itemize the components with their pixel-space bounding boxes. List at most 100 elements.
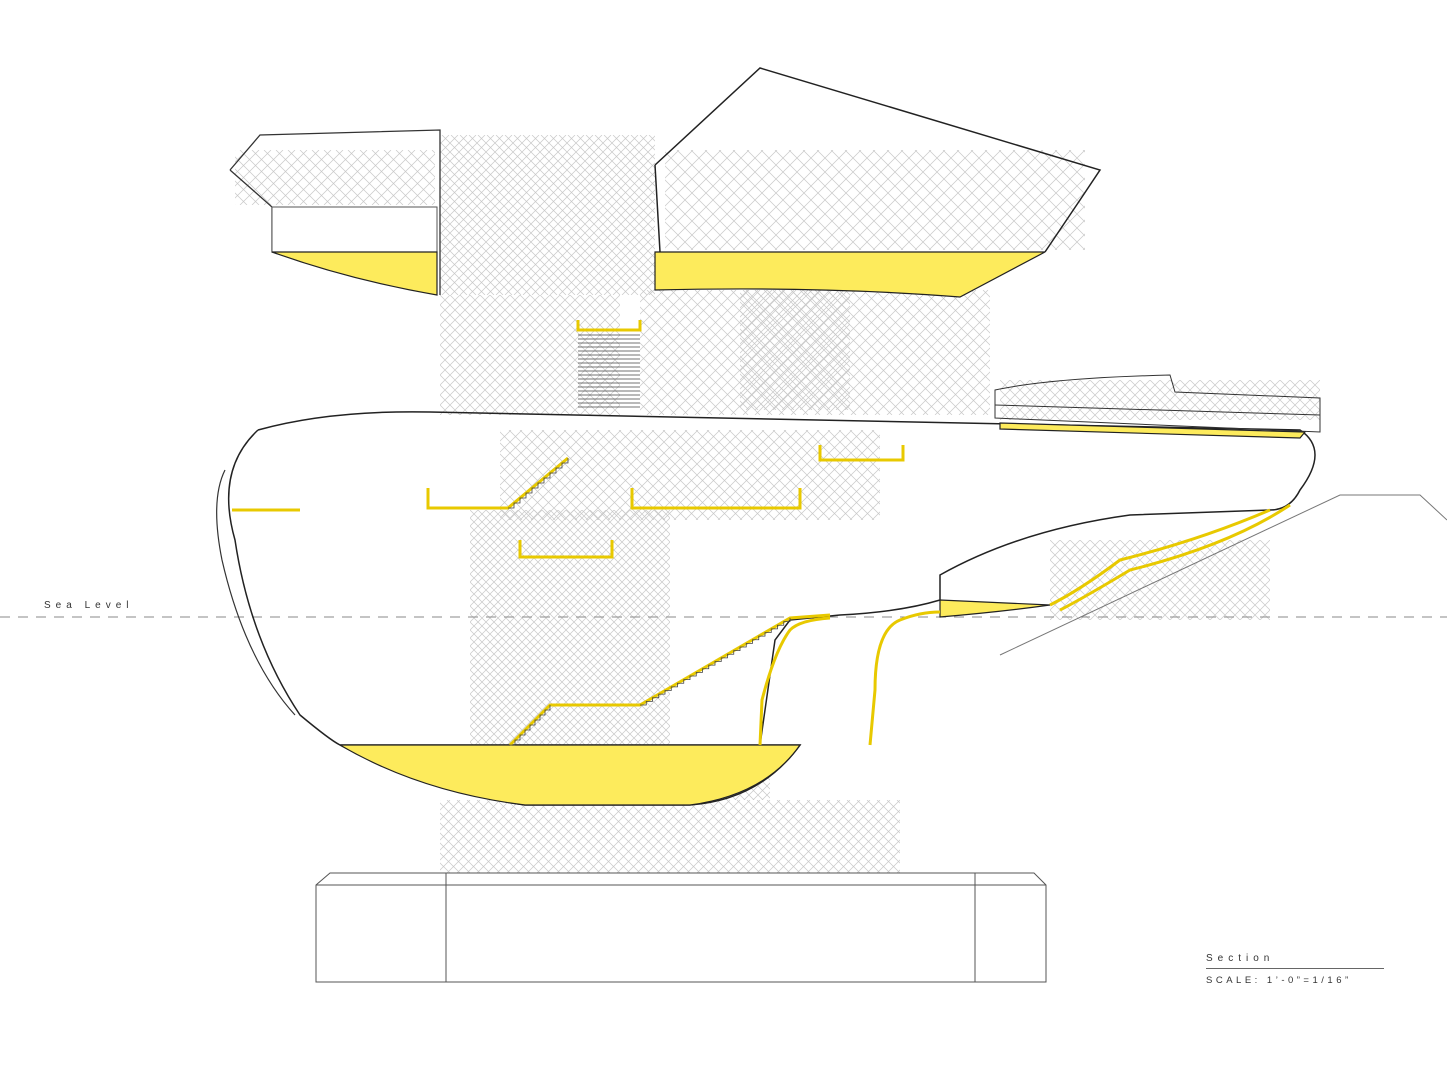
lattice-member bbox=[866, 839, 900, 873]
lattice-member bbox=[799, 290, 850, 341]
lattice-member bbox=[956, 150, 1058, 250]
lattice-member bbox=[251, 150, 308, 205]
lattice-member bbox=[486, 800, 561, 873]
lattice-member bbox=[740, 290, 768, 318]
lattice-member bbox=[774, 150, 876, 250]
lattice-member bbox=[1050, 540, 1091, 581]
lattice-member bbox=[826, 290, 850, 314]
lattice-member bbox=[1299, 399, 1320, 420]
lattice-member bbox=[958, 290, 990, 322]
lattice-member bbox=[910, 335, 990, 415]
lattice-member bbox=[658, 290, 785, 415]
lattice-member bbox=[347, 150, 404, 205]
lattice-member bbox=[440, 135, 549, 244]
lattice-member bbox=[446, 800, 521, 873]
lattice-member bbox=[636, 800, 711, 873]
lattice-member bbox=[500, 430, 534, 464]
lattice-member bbox=[626, 800, 701, 873]
lattice-member bbox=[504, 144, 655, 295]
lattice-member bbox=[407, 150, 435, 178]
lattice-member bbox=[500, 430, 567, 497]
lattice-member bbox=[1199, 549, 1270, 620]
lattice-member bbox=[684, 430, 776, 520]
lattice-member bbox=[470, 510, 479, 519]
lattice-member bbox=[506, 800, 581, 873]
lattice-member bbox=[1159, 540, 1241, 620]
lattice-member bbox=[576, 800, 651, 873]
lattice-member bbox=[597, 510, 670, 583]
lattice-member bbox=[836, 809, 900, 873]
lattice-member bbox=[470, 510, 503, 543]
lattice-member bbox=[359, 150, 416, 205]
lattice-member bbox=[640, 290, 737, 387]
lattice-member bbox=[500, 430, 556, 486]
lattice-member bbox=[934, 290, 990, 346]
lattice-member bbox=[740, 290, 813, 363]
sea-level-label: Sea Level bbox=[44, 600, 134, 611]
lattice-member bbox=[706, 290, 833, 415]
lattice-member bbox=[440, 800, 471, 831]
lattice-member bbox=[541, 621, 670, 750]
lattice-member bbox=[440, 800, 511, 871]
lattice-member bbox=[263, 150, 320, 205]
lattice-member bbox=[526, 800, 601, 873]
hull-outer-skin bbox=[216, 469, 296, 716]
lattice-member bbox=[665, 150, 680, 165]
lattice-member bbox=[706, 800, 781, 873]
lattice-member bbox=[835, 395, 850, 410]
lattice-member bbox=[607, 430, 699, 520]
lattice-member bbox=[1159, 380, 1201, 420]
lattice-member bbox=[1119, 380, 1161, 420]
lattice-member bbox=[694, 290, 821, 415]
lattice-member bbox=[596, 430, 688, 520]
lattice-member bbox=[1219, 380, 1261, 420]
lattice-member bbox=[1012, 177, 1085, 250]
lattice-member bbox=[790, 290, 850, 350]
lattice-member bbox=[766, 290, 893, 415]
lattice-member bbox=[235, 150, 236, 151]
lattice-panel bbox=[640, 290, 990, 415]
lattice-member bbox=[557, 637, 670, 750]
lattice-member bbox=[565, 645, 670, 750]
lattice-member bbox=[440, 222, 513, 295]
lattice-member bbox=[970, 150, 1072, 250]
lattice-member bbox=[814, 290, 941, 415]
lattice-member bbox=[569, 295, 620, 346]
lattice-member bbox=[1050, 540, 1081, 571]
lattice-member bbox=[603, 135, 655, 187]
lattice-member bbox=[1089, 380, 1131, 420]
lattice-member bbox=[1309, 380, 1320, 391]
lattice-member bbox=[470, 749, 471, 750]
lattice-member bbox=[826, 290, 953, 415]
lattice-member bbox=[673, 430, 765, 520]
lattice-member bbox=[573, 510, 670, 607]
lattice-member bbox=[557, 510, 670, 623]
lattice-member bbox=[740, 382, 768, 410]
lattice-member bbox=[1059, 540, 1141, 620]
lattice-member bbox=[519, 430, 611, 520]
lattice-member bbox=[531, 171, 655, 295]
lattice-member bbox=[886, 859, 900, 873]
lattice-member bbox=[1129, 380, 1171, 420]
lattice-member bbox=[500, 486, 534, 520]
lattice-member bbox=[998, 163, 1085, 250]
spiral-ramp bbox=[994, 374, 1321, 433]
lattice-member bbox=[1169, 380, 1211, 420]
lattice-member bbox=[456, 800, 531, 873]
lattice-member bbox=[665, 150, 736, 221]
lattice-member bbox=[576, 216, 655, 295]
lattice-member bbox=[872, 150, 974, 250]
lattice-member bbox=[817, 290, 850, 323]
lattice-member bbox=[536, 800, 611, 873]
lattice-member bbox=[860, 430, 880, 450]
lattice-member bbox=[496, 800, 571, 873]
lattice-member bbox=[589, 510, 670, 591]
lattice-member bbox=[500, 497, 523, 520]
lattice-member bbox=[1054, 150, 1085, 181]
lattice-member bbox=[235, 192, 248, 205]
lattice-member bbox=[552, 430, 644, 520]
lattice-member bbox=[1050, 540, 1071, 561]
lattice-member bbox=[589, 669, 670, 750]
lattice-member bbox=[1309, 409, 1320, 420]
lattice-member bbox=[1279, 380, 1320, 420]
